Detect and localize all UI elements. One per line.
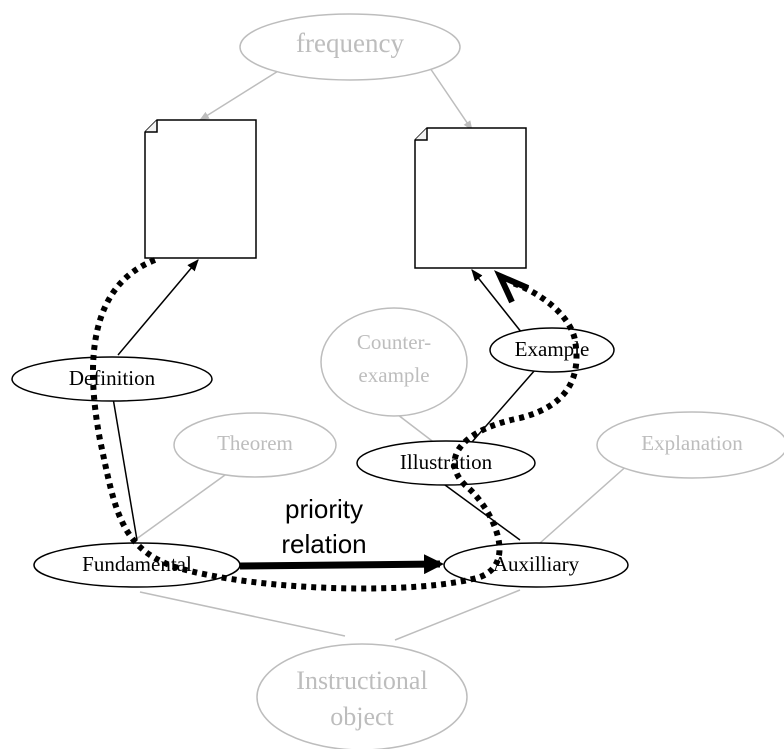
node-counter-example-shape (320, 307, 468, 417)
edge-fundamental-instructional (139, 591, 346, 637)
node-frequency-label: frequency (296, 28, 404, 58)
node-example-label: Example (515, 337, 590, 361)
dotted-path-arrowhead (494, 270, 530, 304)
gray-nodes (173, 13, 784, 749)
node-instructional-object-label-2: object (330, 702, 394, 731)
dotted-path (90, 257, 580, 592)
node-theorem-shape (173, 412, 337, 478)
edge-illustration-auxilliary (444, 484, 521, 541)
node-example-shape (489, 327, 615, 373)
edge-example-doc2 (471, 269, 523, 334)
node-instructional-object-shape (256, 643, 468, 749)
document-right (414, 127, 527, 269)
priority-relation-arrow (239, 554, 444, 575)
edge-definition-fundamental (112, 397, 138, 541)
edge-frequency-doc1 (199, 67, 284, 121)
document-left (144, 119, 257, 259)
node-instructional-object-label-1: Instructional (296, 666, 427, 695)
black-edges (112, 259, 536, 541)
node-definition-shape (11, 356, 213, 402)
relation-label-line-2: relation (281, 529, 366, 559)
node-definition-label: Definition (69, 366, 156, 390)
node-fundamental-label: Fundamental (82, 552, 192, 576)
node-counter-example-label-1: Counter- (357, 330, 431, 354)
edge-auxilliary-instructional (394, 589, 521, 641)
node-frequency-shape (239, 13, 461, 81)
edge-definition-doc1 (117, 259, 199, 356)
edge-theorem-fundamental (134, 474, 226, 541)
node-auxilliary-label: Auxilliary (493, 552, 580, 576)
node-explanation-shape (596, 411, 784, 479)
node-illustration-label: Illustration (400, 450, 493, 474)
node-theorem-label: Theorem (217, 431, 293, 455)
edge-frequency-doc2 (429, 67, 473, 131)
edge-explanation-auxilliary (539, 462, 631, 544)
node-explanation-label: Explanation (641, 431, 743, 455)
relation-label-line-1: priority (285, 494, 363, 524)
node-counter-example-label-2: example (358, 363, 429, 387)
node-illustration-shape (356, 440, 536, 486)
node-auxilliary-shape (443, 542, 629, 588)
black-nodes (11, 327, 629, 588)
edge-illustration-example (464, 369, 536, 451)
